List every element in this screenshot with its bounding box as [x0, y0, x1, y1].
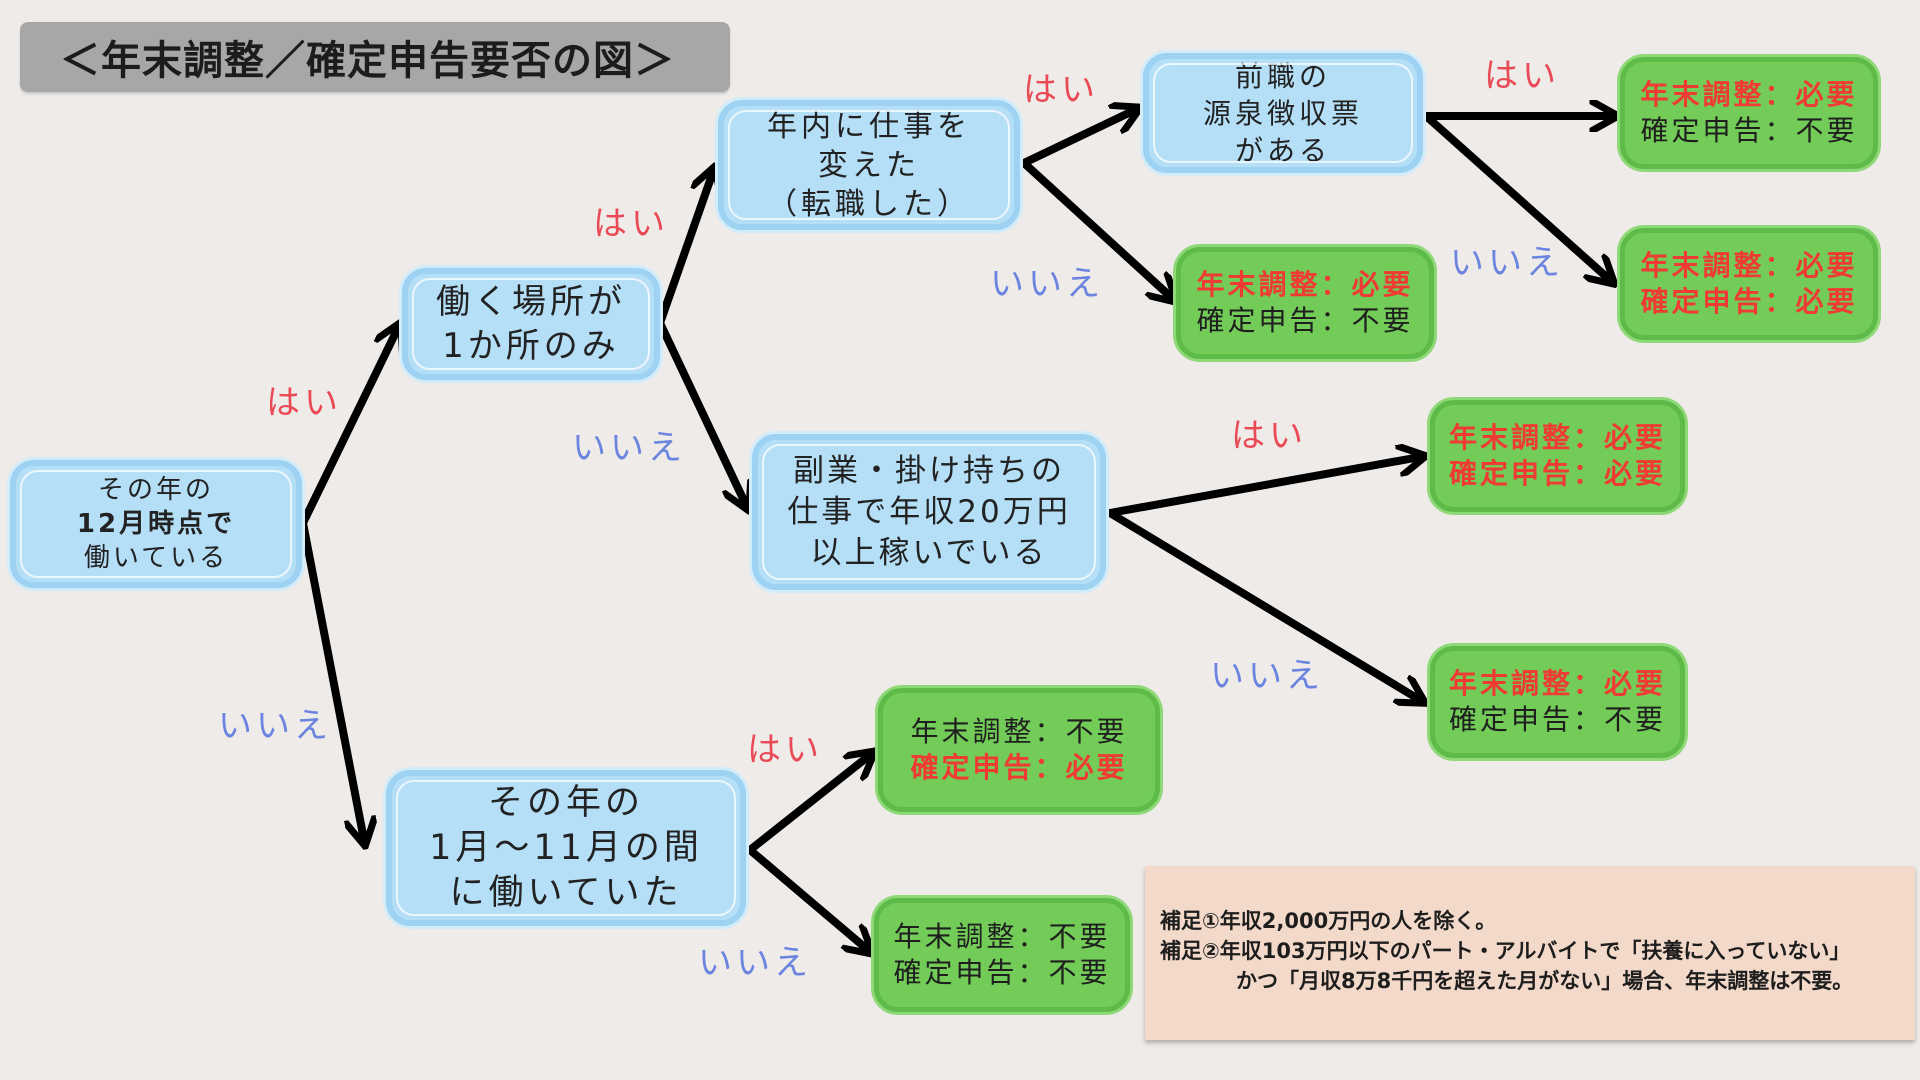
question-line: 1月～11月の間 — [429, 827, 703, 868]
question-one-workplace: 働く場所が 1か所のみ — [402, 268, 660, 380]
arrow-change-yes — [1020, 110, 1135, 167]
question-line: その年の — [487, 782, 644, 823]
result-worked-no: 年末調整：不要 確定申告：不要 — [874, 898, 1130, 1012]
result-prev-slip-no: 年末調整：必要 確定申告：必要 — [1620, 228, 1878, 340]
supplementary-note: 補足①年収2,000万円の人を除く。 補足②年収103万円以下のパート・アルバイ… — [1145, 866, 1915, 1040]
question-line: 以上稼いでいる — [810, 534, 1048, 571]
result-year-end-adjustment: 年末調整：不要 — [893, 920, 1111, 953]
question-line: がある — [1234, 133, 1331, 167]
result-tax-return: 確定申告：不要 — [893, 956, 1111, 989]
question-line: 源泉徴収票 — [1202, 96, 1363, 130]
question-working-december: その年の 12月時点で 働いている — [10, 460, 302, 588]
result-tax-return: 確定申告：不要 — [1196, 304, 1414, 337]
arrow-side-no — [1106, 509, 1420, 700]
arrow-start-yes — [299, 328, 398, 527]
arrow-worked-yes — [746, 755, 870, 854]
result-year-end-adjustment: 年末調整：必要 — [1196, 268, 1414, 301]
result-year-end-adjustment: 年末調整：必要 — [1448, 667, 1666, 700]
result-tax-return: 確定申告：不要 — [1640, 114, 1858, 147]
question-line: に働いていた — [449, 872, 683, 913]
question-line: 副業・掛け持ちの — [793, 452, 1065, 489]
result-side-job-yes: 年末調整：必要 確定申告：必要 — [1430, 400, 1685, 512]
result-year-end-adjustment: 年末調整：不要 — [910, 715, 1128, 748]
result-year-end-adjustment: 年末調整：必要 — [1448, 421, 1666, 454]
result-year-end-adjustment: 年末調整：必要 — [1640, 78, 1858, 111]
question-previous-withholding-slip: 前職の 源泉徴収票 がある — [1143, 53, 1423, 173]
arrow-worked-no — [746, 846, 868, 950]
question-worked-jan-nov: その年の 1月～11月の間 に働いていた — [386, 770, 746, 926]
result-prev-slip-yes: 年末調整：必要 確定申告：不要 — [1620, 57, 1878, 169]
label-yes: はい — [747, 730, 823, 770]
result-tax-return: 確定申告：必要 — [910, 751, 1128, 784]
arrow-oneplace-no — [656, 319, 746, 505]
question-line: （転職した） — [767, 186, 971, 222]
question-line: 12月時点で — [76, 509, 236, 539]
result-no-job-change: 年末調整：必要 確定申告：不要 — [1176, 247, 1434, 359]
question-line: 変えた — [818, 147, 920, 183]
arrow-prev-no — [1422, 112, 1610, 280]
question-line: 年内に仕事を — [767, 108, 971, 144]
label-yes: はい — [1023, 70, 1099, 110]
arrow-change-no — [1020, 159, 1172, 298]
result-year-end-adjustment: 年末調整：必要 — [1640, 249, 1858, 282]
label-yes: はい — [1484, 56, 1560, 96]
arrow-side-yes — [1106, 457, 1420, 517]
result-tax-return: 確定申告：必要 — [1448, 457, 1666, 490]
question-line: 1か所のみ — [442, 326, 620, 366]
arrow-oneplace-yes — [656, 172, 713, 327]
question-job-change: 年内に仕事を 変えた （転職した） — [718, 100, 1020, 230]
label-yes: はい — [1231, 416, 1307, 456]
label-no: いいえ — [698, 943, 812, 983]
label-yes: はい — [593, 204, 669, 244]
label-no: いいえ — [1450, 243, 1564, 283]
label-no: いいえ — [218, 706, 332, 746]
label-no: いいえ — [572, 428, 686, 468]
label-no: いいえ — [1210, 656, 1324, 696]
label-no: いいえ — [990, 264, 1104, 304]
result-side-job-no: 年末調整：必要 確定申告：不要 — [1430, 646, 1685, 758]
question-line: その年の — [97, 475, 214, 505]
note-line-3: かつ「月収8万8千円を超えた月がない」場合、年末調整は不要。 — [1236, 969, 1854, 993]
note-line-2: 補足②年収103万円以下のパート・アルバイトで「扶養に入っていない」 — [1160, 939, 1851, 963]
question-line: 働く場所が — [436, 282, 626, 322]
question-line: 仕事で年収20万円 — [787, 493, 1071, 530]
result-tax-return: 確定申告：不要 — [1448, 703, 1666, 736]
question-side-job-income: 副業・掛け持ちの 仕事で年収20万円 以上稼いでいる — [752, 434, 1106, 590]
note-line-1: 補足①年収2,000万円の人を除く。 — [1160, 909, 1497, 933]
arrow-start-no — [299, 519, 364, 840]
question-line: 働いている — [83, 543, 229, 573]
page-title: ＜年末調整／確定申告要否の図＞ — [20, 22, 730, 92]
result-tax-return: 確定申告：必要 — [1640, 285, 1858, 318]
question-line: 前職の — [1234, 59, 1331, 93]
result-worked-yes: 年末調整：不要 確定申告：必要 — [878, 688, 1160, 812]
label-yes: はい — [266, 383, 342, 423]
